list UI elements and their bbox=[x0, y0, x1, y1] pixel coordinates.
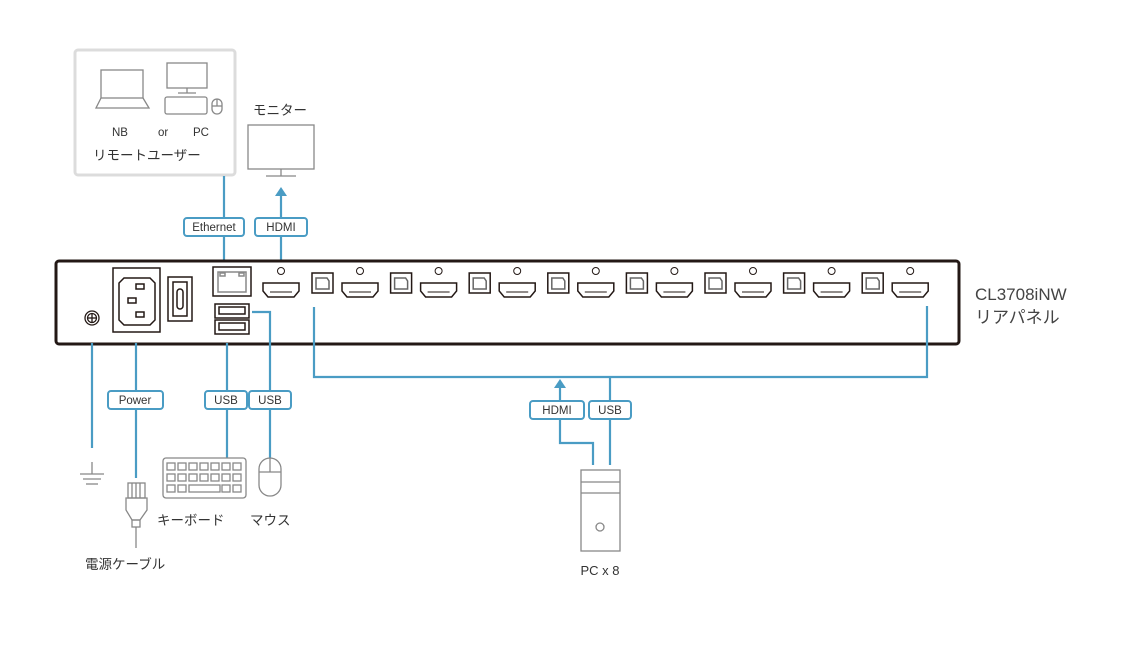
power-tag bbox=[107, 390, 164, 410]
key bbox=[232, 462, 242, 471]
spacebar-key bbox=[188, 484, 221, 493]
usb-pc-tag-text: USB bbox=[598, 405, 622, 417]
hdmi-in-arrow bbox=[554, 379, 566, 388]
key bbox=[166, 473, 176, 482]
kvm-port-1 bbox=[311, 267, 379, 298]
ethernet-tag bbox=[183, 217, 245, 237]
hdmi-port bbox=[655, 267, 694, 298]
key bbox=[232, 484, 242, 493]
usb-keyboard-tag bbox=[204, 390, 248, 410]
usb-keyboard-tag-text: USB bbox=[214, 395, 238, 407]
key bbox=[166, 484, 176, 493]
key bbox=[210, 462, 220, 471]
kvm-port-6 bbox=[704, 267, 772, 298]
hdmi-console-tag bbox=[254, 217, 308, 237]
key bbox=[221, 473, 231, 482]
monitor-icon bbox=[247, 124, 315, 177]
kvm-port-7 bbox=[782, 267, 851, 298]
hdmi-port bbox=[891, 267, 929, 298]
or-label: or bbox=[158, 127, 168, 139]
usb-b-port bbox=[625, 272, 649, 294]
remote-user-caption: リモートユーザー bbox=[93, 148, 201, 164]
rear-panel bbox=[54, 259, 961, 346]
usb-b-port bbox=[861, 272, 884, 294]
power-plug-icon bbox=[125, 482, 148, 548]
hdmi-pc-tag-text: HDMI bbox=[542, 405, 571, 417]
keyboard-label: キーボード bbox=[157, 513, 225, 529]
key bbox=[188, 473, 198, 482]
key bbox=[199, 462, 209, 471]
power-cable-label: 電源ケーブル bbox=[85, 556, 165, 573]
remote-user-box bbox=[73, 48, 237, 177]
nb-label: NB bbox=[112, 127, 128, 139]
key bbox=[221, 484, 231, 493]
kvm-port-5 bbox=[625, 267, 694, 298]
kvm-port-group bbox=[311, 267, 929, 298]
mouse-label: マウス bbox=[250, 513, 291, 529]
usb-b-port bbox=[389, 272, 413, 294]
hdmi-port bbox=[734, 267, 772, 298]
kvm-port-3 bbox=[468, 267, 536, 298]
pc-tower-icon bbox=[580, 469, 621, 552]
keyboard-icon bbox=[162, 457, 247, 499]
hdmi-out-arrow bbox=[275, 187, 287, 196]
key bbox=[232, 473, 242, 482]
model-label: CL3708iNW bbox=[975, 285, 1067, 304]
mouse-icon bbox=[258, 457, 282, 497]
key bbox=[166, 462, 176, 471]
usb-mouse-tag-text: USB bbox=[258, 395, 282, 407]
key bbox=[210, 473, 220, 482]
hdmi-port bbox=[498, 267, 536, 298]
ethernet-port bbox=[212, 266, 252, 297]
usb-pc-tag bbox=[588, 400, 632, 420]
key bbox=[188, 462, 198, 471]
kvm-port-2 bbox=[389, 267, 458, 298]
laptop-icon bbox=[94, 69, 151, 109]
panel-label: リアパネル bbox=[975, 308, 1060, 327]
monitor-label: モニター bbox=[253, 103, 307, 119]
ethernet-tag-text: Ethernet bbox=[192, 222, 236, 234]
usb-b-port bbox=[311, 272, 334, 294]
key bbox=[221, 462, 231, 471]
power-tag-text: Power bbox=[119, 395, 152, 407]
ground-screw-icon bbox=[84, 310, 100, 326]
hdmi-port bbox=[341, 267, 379, 298]
pc-label: PC bbox=[193, 127, 209, 139]
usb-b-port bbox=[782, 272, 806, 294]
pcs-label: PC x 8 bbox=[580, 563, 619, 578]
hdmi-port bbox=[812, 267, 851, 298]
power-socket-icon bbox=[112, 267, 161, 333]
hdmi-pc-tag bbox=[529, 400, 585, 420]
key bbox=[177, 484, 187, 493]
hdmi-port bbox=[419, 267, 458, 298]
hdmi-port bbox=[577, 267, 615, 298]
usb-b-port bbox=[704, 272, 727, 294]
ground-icon bbox=[80, 462, 104, 485]
key bbox=[199, 473, 209, 482]
desktop-pc-icon bbox=[164, 62, 223, 115]
usb-b-port bbox=[468, 272, 491, 294]
kvm-port-8 bbox=[861, 267, 929, 298]
kvm-port-4 bbox=[547, 267, 615, 298]
power-switch[interactable] bbox=[167, 276, 193, 322]
hdmi-console-tag-text: HDMI bbox=[266, 222, 295, 234]
usb-console-ports bbox=[214, 303, 250, 335]
usb-b-port bbox=[547, 272, 570, 294]
usb-mouse-tag bbox=[248, 390, 292, 410]
console-hdmi-port bbox=[262, 267, 300, 298]
key bbox=[177, 473, 187, 482]
key bbox=[177, 462, 187, 471]
